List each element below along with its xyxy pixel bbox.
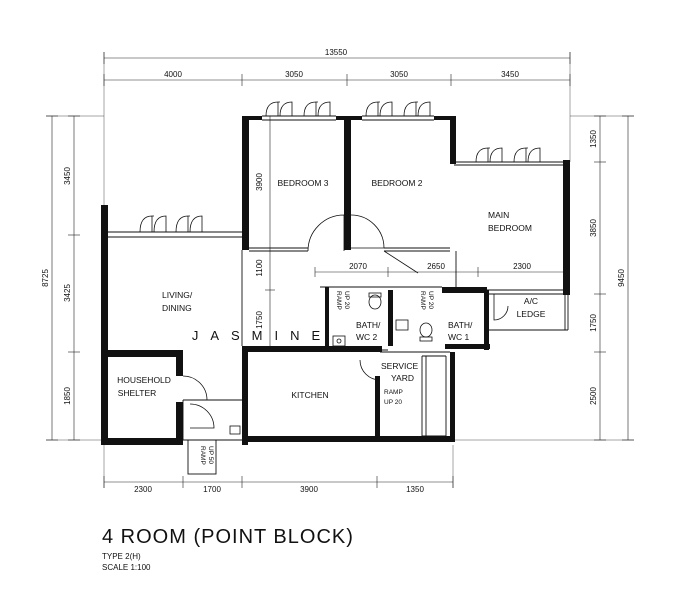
bottom-dim-1: 2300: [134, 485, 152, 494]
left-dim-3: 1850: [63, 387, 72, 405]
interior-vdim-2: 1100: [255, 259, 264, 277]
interior-dim-3: 2300: [513, 262, 531, 271]
bottom-dim-4: 1350: [406, 485, 424, 494]
ramp-label-bath2-line2: UP 20: [343, 291, 350, 309]
interior-dim-2: 2650: [427, 262, 445, 271]
room-bath2-line2: WC 2: [356, 332, 378, 342]
room-bedroom3: BEDROOM 3: [277, 178, 328, 188]
room-bath1-line2: WC 1: [448, 332, 470, 342]
drawing-title: 4 ROOM (POINT BLOCK): [102, 526, 354, 548]
room-bedroom2: BEDROOM 2: [371, 178, 422, 188]
right-outer-dim: 9450: [617, 269, 626, 287]
interior-vdim-3: 1750: [255, 311, 264, 329]
room-kitchen: KITCHEN: [291, 390, 328, 400]
fixtures: [229, 292, 433, 435]
room-service-yard-line1: SERVICE: [381, 361, 418, 371]
drawing-type: TYPE 2(H): [102, 552, 141, 561]
right-dim-3: 1750: [589, 314, 598, 332]
room-household-shelter-line1: HOUSEHOLD: [117, 375, 171, 385]
right-dim-2: 3850: [589, 219, 598, 237]
left-outer-dim: 8725: [41, 269, 50, 287]
room-household-shelter-line2: SHELTER: [118, 388, 157, 398]
room-living-line2: DINING: [162, 303, 192, 313]
top-dim-2: 3050: [285, 70, 303, 79]
top-dim-1: 4000: [164, 70, 182, 79]
top-dim-3: 3050: [390, 70, 408, 79]
room-service-yard-line2: YARD: [391, 373, 414, 383]
room-main-bedroom-line2: BEDROOM: [488, 223, 532, 233]
right-dim-1: 1350: [589, 130, 598, 148]
ramp-label-service-line1: RAMP: [384, 389, 403, 396]
room-ac-ledge-line1: A/C: [524, 296, 538, 306]
thin-partitions: [108, 115, 569, 475]
ramp-label-bath1-line2: UP 20: [427, 291, 434, 309]
room-bath2-line1: BATH/: [356, 320, 381, 330]
room-main-bedroom-line1: MAIN: [488, 210, 509, 220]
ramp-label-entry-line1: RAMP: [199, 446, 206, 465]
interior-dim-1: 2070: [349, 262, 367, 271]
ramp-label-bath2-line1: RAMP: [335, 291, 342, 310]
left-dim-2: 3425: [63, 284, 72, 302]
total-width-label: 13550: [325, 48, 348, 57]
room-bath1-line1: BATH/: [448, 320, 473, 330]
ramp-label-entry-line2: UP 50: [207, 446, 214, 464]
watermark: JASMINE: [192, 328, 332, 343]
window-glyphs: [139, 101, 541, 233]
ramp-label-service-line2: UP 20: [384, 399, 402, 406]
top-dim-4: 3450: [501, 70, 519, 79]
bottom-dim-3: 3900: [300, 485, 318, 494]
dimension-lines: [46, 52, 634, 488]
bottom-dim-2: 1700: [203, 485, 221, 494]
interior-vdim-1: 3900: [255, 173, 264, 191]
door-swings: [182, 214, 509, 429]
drawing-scale: SCALE 1:100: [102, 563, 151, 572]
ramp-label-bath1-line1: RAMP: [419, 291, 426, 310]
right-dim-4: 2500: [589, 387, 598, 405]
left-dim-1: 3450: [63, 167, 72, 185]
room-living-line1: LIVING/: [162, 290, 193, 300]
room-ac-ledge-line2: LEDGE: [517, 309, 546, 319]
